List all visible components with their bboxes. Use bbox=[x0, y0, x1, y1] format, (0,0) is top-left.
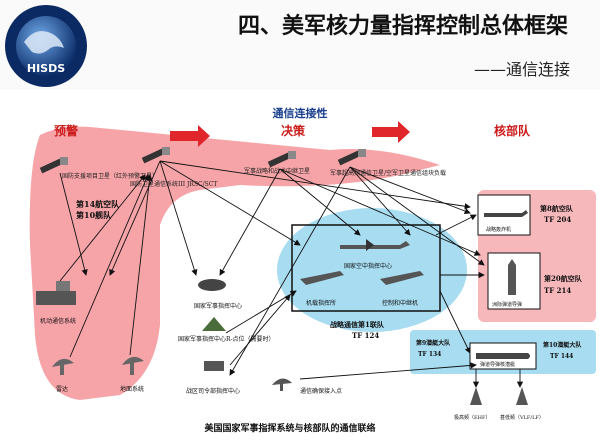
connection-lines bbox=[59, 160, 524, 388]
icbm-icon bbox=[508, 259, 516, 295]
logo-text: HISDS bbox=[27, 62, 65, 75]
tacamo-label: 控制和中继机 bbox=[382, 299, 418, 307]
icbm-label: 洲际弹道导弹 bbox=[492, 301, 522, 308]
af8-label: 第8航空队 bbox=[540, 204, 574, 213]
arrow-right-icon bbox=[170, 125, 210, 147]
relay-label: 通信确保接入点 bbox=[300, 387, 342, 395]
arrow-right-icon bbox=[372, 121, 410, 143]
tf204-label: TF 204 bbox=[544, 215, 571, 224]
sat2-label: 国防卫星通信系统III JRSC/SCT bbox=[130, 180, 217, 188]
submarine-icon bbox=[476, 353, 530, 359]
mobile-system-icon bbox=[36, 281, 76, 305]
airborne-tf-label: TF 124 bbox=[352, 331, 379, 340]
sat3-label: 军事战略和战术中继卫星 bbox=[244, 167, 310, 175]
sat4-label: 军事超高频通信卫星/空军卫星通信组块负载 bbox=[330, 169, 446, 177]
satellite-icon bbox=[267, 151, 296, 168]
section-nuclear: 核部队 bbox=[494, 123, 531, 138]
section-warning: 预警 bbox=[54, 123, 78, 138]
relay-antenna-icon bbox=[272, 378, 292, 391]
anmcc-label: 国家军事指挥中心R-点位（需要时） bbox=[178, 335, 275, 343]
bomber-label: 战略轰炸机 bbox=[486, 226, 511, 233]
ssbn-label: 弹道导弹核潜艇 bbox=[480, 361, 515, 368]
diagram: 通信连接性 预警 决策 核部队 国防支援项目卫星（红外预警卫星） 国防卫星通信系… bbox=[29, 106, 596, 434]
satellite-icon bbox=[141, 147, 170, 164]
theater-label: 战区司令部指挥中心 bbox=[186, 387, 240, 395]
aircraft-icon bbox=[340, 239, 410, 251]
ground-system-icon bbox=[122, 356, 144, 375]
page-subtitle: ——通信连接 bbox=[474, 60, 571, 79]
theater-center-icon bbox=[204, 361, 224, 371]
fleet10-label: 第10舰队 bbox=[76, 210, 112, 220]
aircraft-icon bbox=[300, 271, 344, 285]
ground-label: 地面系统 bbox=[120, 385, 144, 393]
satellite-icon bbox=[39, 157, 68, 174]
bomber-icon bbox=[484, 210, 528, 217]
af14-label: 第14航空队 bbox=[76, 199, 120, 209]
logo-globe-icon: HISDS bbox=[5, 5, 87, 87]
tf144-label: TF 144 bbox=[550, 353, 573, 360]
af20-label: 第20航空队 bbox=[544, 274, 583, 283]
vlf-label: 甚低频（VLF/LF） bbox=[500, 414, 544, 421]
antenna-icon bbox=[470, 387, 482, 405]
nmcc-label: 国家军事指挥中心 bbox=[194, 302, 242, 310]
ehf-label: 极高频（EHF） bbox=[454, 414, 490, 421]
satellite-icon bbox=[337, 149, 366, 166]
tf134-label: TF 134 bbox=[418, 351, 441, 358]
abncp-label: 机载指挥所 bbox=[306, 299, 336, 307]
radar-label: 雷达 bbox=[56, 385, 68, 393]
airborne-unit-label: 战略通信第1联队 bbox=[330, 320, 385, 329]
antenna-icon bbox=[516, 387, 528, 405]
airborne-zone bbox=[277, 208, 467, 332]
nmcc-icon bbox=[198, 279, 226, 291]
anmcc-icon bbox=[202, 317, 226, 331]
top-label: 通信连接性 bbox=[273, 106, 328, 120]
tf214-label: TF 214 bbox=[544, 286, 571, 295]
header: HISDS 四、美军核力量指挥控制总体框架 ——通信连接 bbox=[0, 0, 600, 90]
naoc-label: 国家空中指挥中心 bbox=[344, 262, 392, 270]
sat1-label: 国防支援项目卫星（红外预警卫星） bbox=[62, 172, 158, 180]
page-title: 四、美军核力量指挥控制总体框架 bbox=[238, 13, 569, 39]
radar-icon bbox=[52, 358, 74, 375]
aircraft-icon bbox=[380, 271, 424, 285]
mobile-label: 机动通信系统 bbox=[40, 317, 76, 325]
section-decision: 决策 bbox=[281, 123, 306, 138]
bottom-caption: 美国国家军事指挥系统与核部队的通信联络 bbox=[204, 422, 375, 434]
sub9-label: 第9潜艇大队 bbox=[415, 339, 451, 347]
sub10-label: 第10潜艇大队 bbox=[542, 341, 582, 349]
